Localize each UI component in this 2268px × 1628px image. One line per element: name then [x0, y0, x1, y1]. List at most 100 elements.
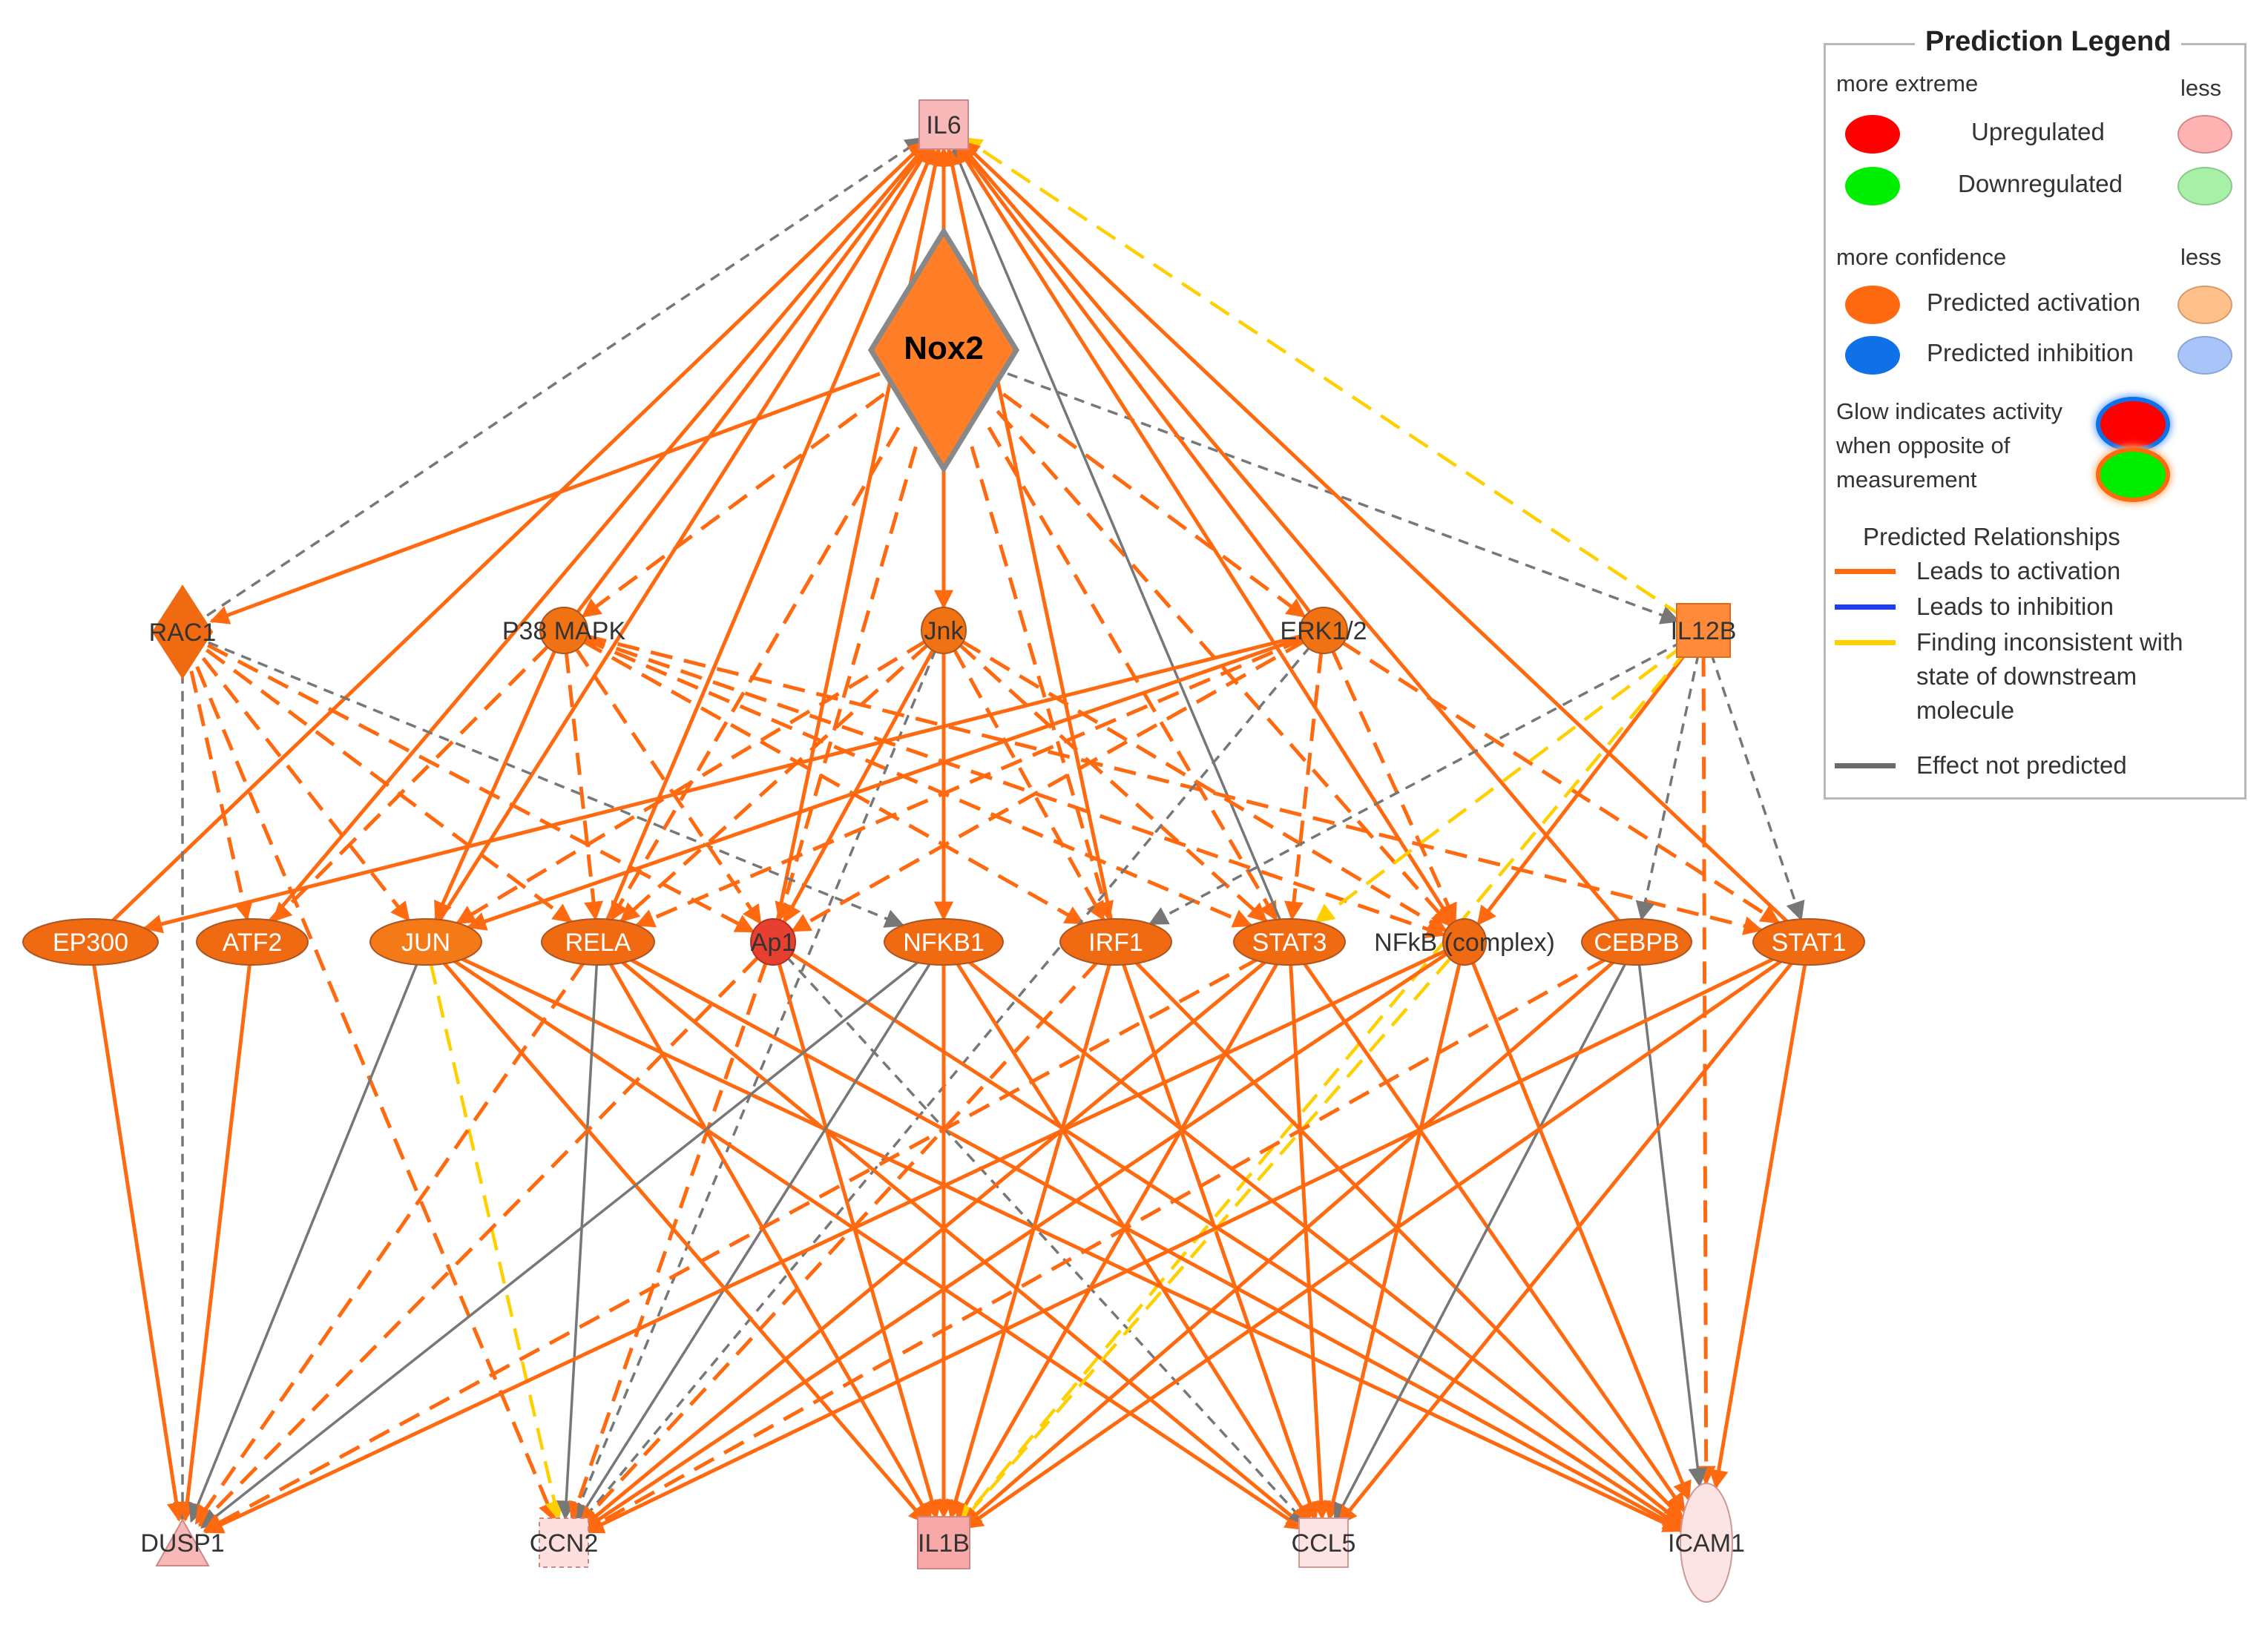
node-irf1[interactable]: IRF1 — [1059, 918, 1172, 966]
node-stat1[interactable]: STAT1 — [1752, 918, 1865, 966]
line-activation-swatch — [1835, 569, 1896, 574]
edge-erk12-to-nfkb — [1330, 648, 1457, 923]
edge-erk12-to-stat3 — [1284, 650, 1324, 921]
edge-jun-to-ccn2 — [429, 962, 565, 1521]
edge-nox2-to-erk12 — [1002, 392, 1306, 619]
node-ap1[interactable]: Ap1 — [750, 918, 796, 966]
edge-stat3-to-ccn2 — [581, 959, 1269, 1529]
node-nfkb[interactable]: NFkB (complex) — [1374, 918, 1555, 966]
node-stat3[interactable]: STAT3 — [1233, 918, 1346, 966]
legend-title: Prediction Legend — [1915, 26, 2182, 58]
line-inhibition-swatch — [1835, 604, 1896, 610]
legend-upregulated: Upregulated — [1971, 118, 2105, 145]
node-shape-stat1 — [1752, 918, 1865, 966]
downregulated-strong-swatch — [1845, 167, 1900, 205]
edge-jnk-to-ap1 — [782, 647, 936, 924]
edge-jnk-to-rela — [619, 642, 930, 923]
legend-glow-line2: when opposite of — [1836, 432, 2011, 458]
node-erk12[interactable]: ERK1/2 — [1280, 607, 1367, 654]
edge-stat3-to-il1b — [955, 960, 1280, 1522]
node-rac1[interactable]: RAC1 — [149, 584, 217, 679]
upregulated-strong-swatch — [1845, 115, 1900, 154]
edge-cebpb-to-il6 — [958, 142, 1622, 924]
node-il6[interactable]: IL6 — [918, 99, 969, 150]
edge-nox2-to-nfkb — [996, 409, 1452, 927]
edge-irf1-to-il1b — [946, 962, 1112, 1520]
edge-nfkb1-to-ccl5 — [955, 960, 1312, 1524]
node-label-jun: JUN — [401, 929, 450, 957]
edge-nox2-to-irf1 — [970, 446, 1114, 921]
legend-more-extreme: more extreme — [1836, 70, 1979, 96]
activation-strong-swatch — [1845, 286, 1900, 324]
node-label-jnk: Jnk — [924, 617, 964, 645]
node-nox2[interactable]: Nox2 — [867, 226, 1020, 474]
edge-erk12-to-stat1 — [1340, 640, 1781, 925]
node-label-il1b: IL1B — [918, 1529, 970, 1558]
node-label-nfkb1: NFKB1 — [903, 929, 985, 957]
edge-erk12-to-il6 — [956, 142, 1313, 615]
node-shape-jun — [369, 918, 482, 966]
node-atf2[interactable]: ATF2 — [196, 918, 309, 966]
legend-relationships-title: Predicted Relationships — [1863, 523, 2120, 550]
node-il12b[interactable]: IL12B — [1671, 603, 1737, 658]
edge-p38mapk-to-rela — [564, 650, 603, 921]
edge-nfkb1-to-ccn2 — [576, 961, 933, 1524]
node-cebpb[interactable]: CEBPB — [1581, 918, 1692, 966]
node-label-rela: RELA — [565, 929, 631, 957]
node-nfkb1[interactable]: NFKB1 — [884, 918, 1004, 966]
edge-irf1-to-il6 — [942, 146, 1114, 922]
edge-cebpb-to-ccn2 — [583, 957, 1608, 1533]
edge-irf1-to-ccn2 — [579, 960, 1100, 1526]
edge-nfkb-to-icam1 — [1470, 960, 1692, 1501]
edge-nox2-to-il12b — [1007, 372, 1680, 624]
node-label-stat1: STAT1 — [1772, 929, 1847, 957]
edge-nfkb-to-ccl5 — [1324, 961, 1462, 1521]
edge-stat3-to-icam1 — [1301, 960, 1686, 1513]
node-jun[interactable]: JUN — [369, 918, 482, 966]
node-label-ccn2: CCN2 — [530, 1529, 599, 1558]
legend-inconsistent-line3: molecule — [1916, 696, 2015, 724]
legend-downregulated: Downregulated — [1958, 170, 2123, 197]
glow-green-swatch — [2100, 452, 2166, 498]
node-il1b[interactable]: IL1B — [917, 1516, 970, 1569]
node-label-il6: IL6 — [926, 111, 961, 139]
edge-erk12-to-rela — [634, 637, 1305, 928]
edge-stat3-to-dusp1 — [203, 957, 1260, 1532]
edge-rac1-to-atf2 — [189, 670, 253, 921]
node-label-il12b: IL12B — [1671, 617, 1737, 645]
edge-rac1-to-rela — [205, 648, 573, 923]
edge-nfkb-to-il1b — [959, 955, 1453, 1525]
line-not-predicted-swatch — [1835, 763, 1896, 768]
edge-jnk-to-irf1 — [952, 647, 1105, 922]
node-icam1[interactable]: ICAM1 — [1668, 1483, 1745, 1603]
edge-stat1-to-il1b — [963, 958, 1784, 1530]
edge-stat1-to-ccn2 — [584, 955, 1778, 1534]
edge-ap1-to-il6 — [775, 146, 945, 923]
edge-nox2-to-rac1 — [209, 372, 881, 624]
edge-p38mapk-to-irf1 — [581, 639, 1085, 926]
edge-atf2-to-dusp1 — [177, 962, 252, 1522]
edge-jnk-to-stat3 — [957, 642, 1268, 923]
node-label-stat3: STAT3 — [1252, 929, 1327, 957]
node-rela[interactable]: RELA — [541, 918, 655, 966]
node-shape-p38mapk — [539, 607, 588, 654]
node-shape-nfkb — [1442, 918, 1487, 966]
legend-leads-activation: Leads to activation — [1916, 557, 2121, 584]
inhibition-strong-swatch — [1845, 336, 1900, 375]
legend-inconsistent-line2: state of downstream — [1916, 662, 2137, 690]
edge-atf2-to-il6 — [267, 142, 930, 924]
edge-erk12-to-jun — [466, 636, 1304, 931]
node-ep300[interactable]: EP300 — [22, 918, 159, 966]
edge-rac1-to-ccn2 — [195, 665, 557, 1522]
node-shape-irf1 — [1059, 918, 1172, 966]
node-label-atf2: ATF2 — [223, 929, 283, 957]
inhibition-weak-swatch — [2177, 336, 2232, 375]
node-dusp1[interactable]: DUSP1 — [140, 1517, 225, 1566]
node-ccl5[interactable]: CCL5 — [1292, 1517, 1356, 1568]
edge-rela-to-il6 — [605, 145, 937, 923]
prediction-legend: Prediction Legend more extreme less Upre… — [1824, 26, 2246, 800]
edge-nfkb1-to-icam1 — [966, 959, 1683, 1525]
node-p38mapk[interactable]: P38 MAPK — [502, 607, 626, 654]
node-ccn2[interactable]: CCN2 — [530, 1517, 599, 1568]
node-jnk[interactable]: Jnk — [921, 607, 967, 654]
